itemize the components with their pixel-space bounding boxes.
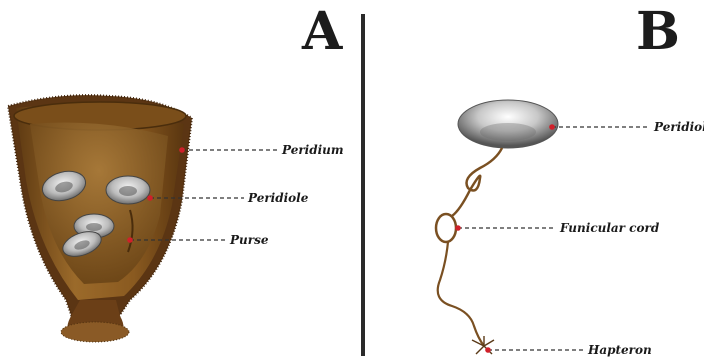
- label-peridiole-b: Peridiole: [654, 121, 704, 133]
- funicular-cord-marker: [455, 225, 461, 231]
- label-funicular-cord: Funicular cord: [560, 222, 659, 234]
- panel-divider: [361, 14, 365, 356]
- peridiole-marker-a: [147, 195, 153, 201]
- label-peridium: Peridium: [282, 144, 344, 156]
- peridiole-with-cord: [436, 100, 558, 354]
- panel-b-leaders: [455, 124, 650, 353]
- purse-marker: [127, 237, 133, 243]
- label-hapteron: Hapteron: [588, 344, 652, 356]
- hapteron-tuft: [472, 336, 494, 354]
- hapteron-marker: [485, 347, 491, 353]
- label-purse: Purse: [230, 234, 268, 246]
- peridiole-marker-b: [549, 124, 555, 130]
- peridium-marker: [179, 147, 185, 153]
- panel-a-letter: A: [302, 6, 342, 58]
- label-peridiole-a: Peridiole: [248, 192, 308, 204]
- panel-b-letter: B: [636, 6, 680, 58]
